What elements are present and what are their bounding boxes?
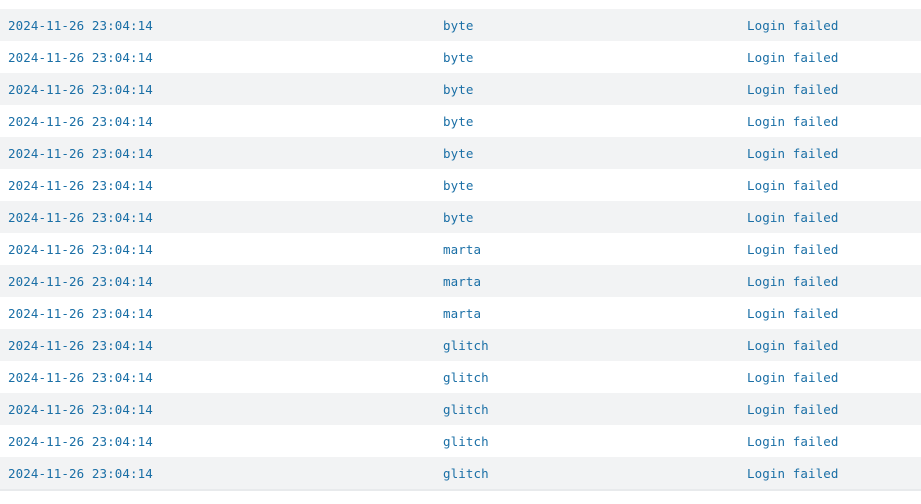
event-cell: Login failed xyxy=(747,17,839,33)
timestamp-cell: 2024-11-26 23:04:14 xyxy=(8,49,153,65)
table-row[interactable]: 2024-11-26 23:04:14 glitch Login failed xyxy=(0,457,921,489)
timestamp-cell: 2024-11-26 23:04:14 xyxy=(8,401,153,417)
event-cell: Login failed xyxy=(747,273,839,289)
table-row[interactable]: 2024-11-26 23:04:14 glitch Login failed xyxy=(0,393,921,425)
table-row[interactable]: 2024-11-26 23:04:14 marta Login failed xyxy=(0,297,921,329)
username-cell: byte xyxy=(443,209,474,225)
timestamp-cell: 2024-11-26 23:04:14 xyxy=(8,145,153,161)
table-row[interactable]: 2024-11-26 23:04:14 byte Login failed xyxy=(0,201,921,233)
username-cell: marta xyxy=(443,305,482,321)
table-row[interactable]: 2024-11-26 23:04:14 byte Login failed xyxy=(0,73,921,105)
event-cell: Login failed xyxy=(747,113,839,129)
username-cell: glitch xyxy=(443,465,489,481)
username-cell: glitch xyxy=(443,369,489,385)
event-cell: Login failed xyxy=(747,145,839,161)
timestamp-cell: 2024-11-26 23:04:14 xyxy=(8,273,153,289)
username-cell: glitch xyxy=(443,337,489,353)
table-row[interactable]: 2024-11-26 23:04:14 byte Login failed xyxy=(0,105,921,137)
table-row[interactable]: 2024-11-26 23:04:14 byte Login failed xyxy=(0,169,921,201)
event-cell: Login failed xyxy=(747,305,839,321)
username-cell: byte xyxy=(443,113,474,129)
table-row[interactable]: 2024-11-26 23:04:14 byte Login failed xyxy=(0,9,921,41)
table-row[interactable]: 2024-11-26 23:04:14 glitch Login failed xyxy=(0,361,921,393)
table-row[interactable]: 2024-11-26 23:04:14 marta Login failed xyxy=(0,233,921,265)
username-cell: byte xyxy=(443,145,474,161)
timestamp-cell: 2024-11-26 23:04:14 xyxy=(8,305,153,321)
username-cell: marta xyxy=(443,241,482,257)
username-cell: byte xyxy=(443,49,474,65)
event-cell: Login failed xyxy=(747,465,839,481)
timestamp-cell: 2024-11-26 23:04:14 xyxy=(8,465,153,481)
timestamp-cell: 2024-11-26 23:04:14 xyxy=(8,369,153,385)
event-cell: Login failed xyxy=(747,49,839,65)
timestamp-cell: 2024-11-26 23:04:14 xyxy=(8,177,153,193)
event-cell: Login failed xyxy=(747,369,839,385)
timestamp-cell: 2024-11-26 23:04:14 xyxy=(8,433,153,449)
timestamp-cell: 2024-11-26 23:04:14 xyxy=(8,113,153,129)
username-cell: glitch xyxy=(443,401,489,417)
table-row[interactable]: 2024-11-26 23:04:14 glitch Login failed xyxy=(0,425,921,457)
event-cell: Login failed xyxy=(747,81,839,97)
username-cell: byte xyxy=(443,177,474,193)
username-cell: byte xyxy=(443,81,474,97)
table-row[interactable]: 2024-11-26 23:04:14 marta Login failed xyxy=(0,265,921,297)
table-row[interactable]: 2024-11-26 23:04:14 byte Login failed xyxy=(0,41,921,73)
log-table-body: 2024-11-26 23:04:14 byte Login failed 20… xyxy=(0,9,921,489)
event-cell: Login failed xyxy=(747,177,839,193)
table-bottom-divider xyxy=(0,489,921,491)
event-cell: Login failed xyxy=(747,241,839,257)
timestamp-cell: 2024-11-26 23:04:14 xyxy=(8,209,153,225)
timestamp-cell: 2024-11-26 23:04:14 xyxy=(8,241,153,257)
event-cell: Login failed xyxy=(747,401,839,417)
log-table: 2024-11-26 23:04:14 byte Login failed 20… xyxy=(0,9,921,489)
table-row[interactable]: 2024-11-26 23:04:14 glitch Login failed xyxy=(0,329,921,361)
timestamp-cell: 2024-11-26 23:04:14 xyxy=(8,17,153,33)
event-cell: Login failed xyxy=(747,209,839,225)
timestamp-cell: 2024-11-26 23:04:14 xyxy=(8,81,153,97)
username-cell: marta xyxy=(443,273,482,289)
username-cell: byte xyxy=(443,17,474,33)
username-cell: glitch xyxy=(443,433,489,449)
timestamp-cell: 2024-11-26 23:04:14 xyxy=(8,337,153,353)
event-cell: Login failed xyxy=(747,337,839,353)
event-cell: Login failed xyxy=(747,433,839,449)
table-row[interactable]: 2024-11-26 23:04:14 byte Login failed xyxy=(0,137,921,169)
